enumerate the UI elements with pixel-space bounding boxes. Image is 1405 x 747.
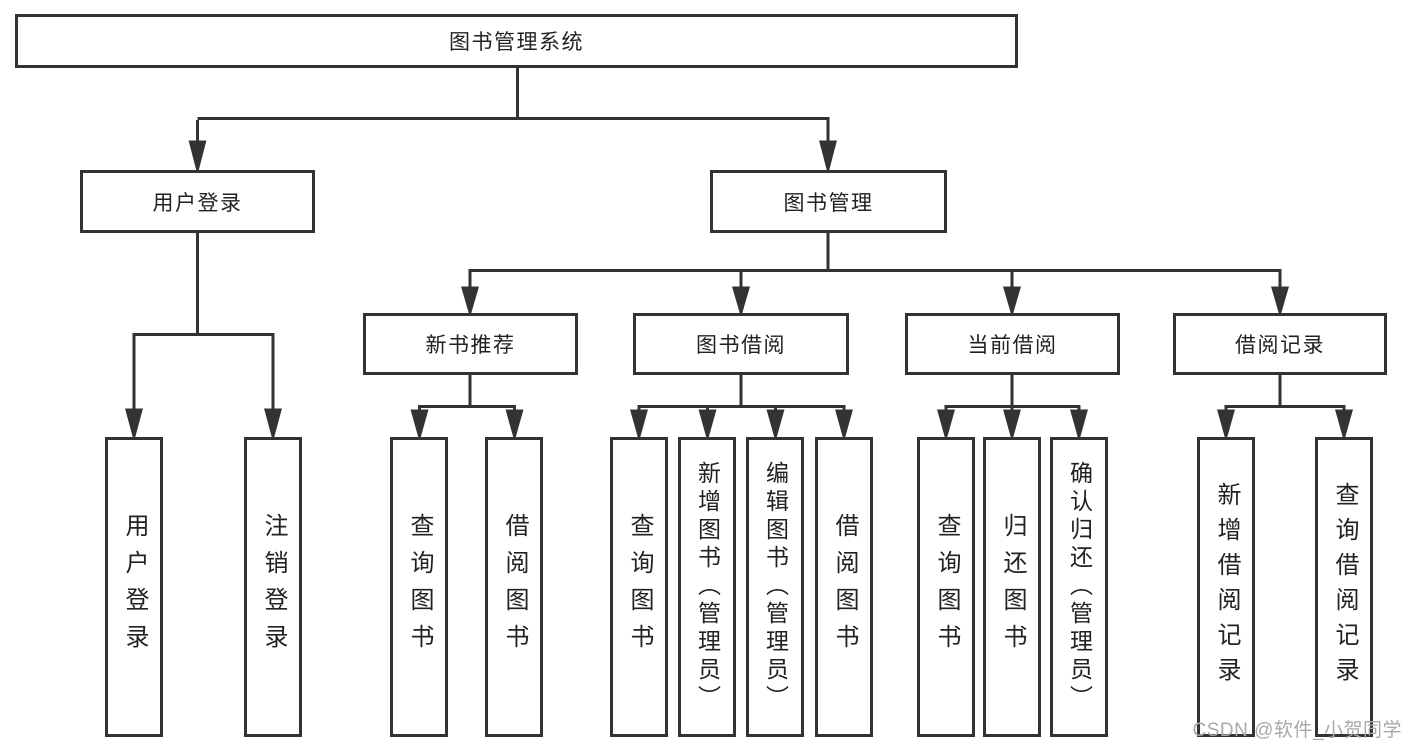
- leaf-confirm-return-admin-label: 确认归还（管理员）: [1066, 461, 1093, 713]
- node-root-label: 图书管理系统: [449, 31, 584, 54]
- leaf-user-login: 用户登录: [105, 437, 163, 737]
- node-book-borrowing: 图书借阅: [633, 313, 849, 375]
- node-book-management-label: 图书管理: [783, 191, 874, 215]
- csdn-watermark: CSDN @软件_小贺同学: [1192, 720, 1402, 741]
- leaf-confirm-return-admin: 确认归还（管理员）: [1050, 437, 1108, 737]
- leaf-query-books-borrow: 查询图书: [610, 437, 668, 737]
- leaf-return-book: 归还图书: [983, 437, 1041, 737]
- connector-newbook-to-leaves: [410, 375, 524, 442]
- leaf-borrow-books-recommend-label: 借阅图书: [501, 513, 528, 661]
- leaf-query-books-current-label: 查询图书: [933, 513, 960, 661]
- leaf-borrow-books-recommend: 借阅图书: [485, 437, 543, 737]
- connector-borrow-to-leaves: [630, 375, 853, 442]
- leaf-add-borrow-record: 新增借阅记录: [1197, 437, 1255, 737]
- node-book-management: 图书管理: [710, 170, 947, 233]
- node-new-book-recommend: 新书推荐: [363, 313, 578, 375]
- leaf-query-borrow-record-label: 查询借阅记录: [1331, 482, 1358, 692]
- node-user-login: 用户登录: [80, 170, 315, 233]
- leaf-add-book-admin-label: 新增图书（管理员）: [694, 461, 721, 713]
- leaf-user-login-label: 用户登录: [121, 513, 148, 661]
- leaf-query-books-recommend: 查询图书: [390, 437, 448, 737]
- leaf-edit-book-admin-label: 编辑图书（管理员）: [762, 461, 789, 713]
- leaf-add-book-admin: 新增图书（管理员）: [678, 437, 736, 737]
- leaf-borrow-books: 借阅图书: [815, 437, 873, 737]
- leaf-query-borrow-record: 查询借阅记录: [1315, 437, 1373, 737]
- connector-userlogin-to-leaves: [125, 233, 282, 442]
- leaf-query-books-current: 查询图书: [917, 437, 975, 737]
- leaf-add-borrow-record-label: 新增借阅记录: [1213, 482, 1240, 692]
- leaf-return-book-label: 归还图书: [999, 513, 1026, 661]
- node-current-borrowing-label: 当前借阅: [967, 334, 1058, 357]
- node-current-borrowing: 当前借阅: [905, 313, 1120, 375]
- connector-current-to-leaves: [937, 375, 1088, 442]
- connector-root-to-level2: [188, 68, 837, 175]
- node-borrowing-records: 借阅记录: [1173, 313, 1387, 375]
- leaf-query-books-borrow-label: 查询图书: [626, 513, 653, 661]
- connector-bookmgmt-to-level3: [461, 233, 1289, 318]
- node-book-borrowing-label: 图书借阅: [696, 334, 786, 357]
- connector-records-to-leaves: [1217, 375, 1353, 442]
- node-root: 图书管理系统: [15, 14, 1018, 68]
- leaf-borrow-books-label: 借阅图书: [831, 513, 858, 661]
- node-user-login-label: 用户登录: [152, 191, 243, 215]
- leaf-edit-book-admin: 编辑图书（管理员）: [746, 437, 804, 737]
- node-borrowing-records-label: 借阅记录: [1235, 334, 1325, 357]
- leaf-logout-login-label: 注销登录: [260, 513, 287, 661]
- leaf-query-books-recommend-label: 查询图书: [406, 513, 433, 661]
- node-new-book-recommend-label: 新书推荐: [425, 334, 516, 357]
- leaf-logout-login: 注销登录: [244, 437, 302, 737]
